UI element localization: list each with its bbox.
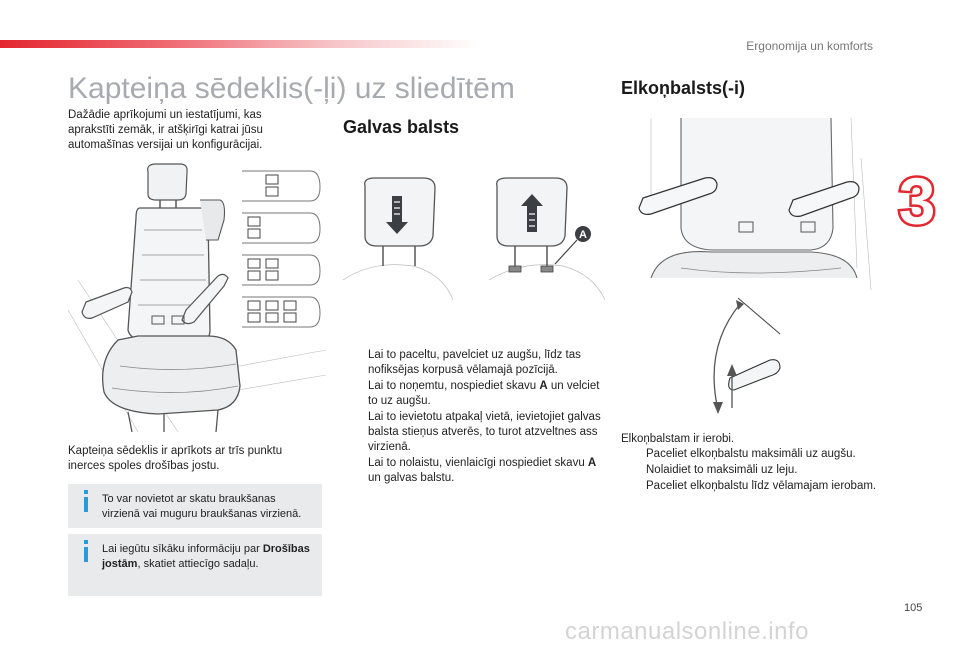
- step-text: Lai to paceltu, pavelciet uz augšu, līdz…: [368, 349, 581, 376]
- captain-seat-illustration: [67, 163, 327, 433]
- list-item: Paceliet elkoņbalstu maksimāli uz augšu.: [621, 447, 891, 462]
- step-bold: A: [539, 380, 548, 392]
- info-box-text-end: , skatiet attiecīgo sadaļu.: [137, 558, 259, 570]
- armrest-instructions: Paceliet elkoņbalstu maksimāli uz augšu.…: [621, 447, 891, 494]
- seatbelts-link-text: Drošības jostām: [102, 543, 310, 570]
- step-text-end: un velciet to uz augšu.: [368, 380, 600, 407]
- info-box-text: To var novietot ar skatu braukšanas virz…: [102, 493, 302, 520]
- page-title: Kapteiņa sēdeklis(-ļi) uz sliedītēm: [68, 72, 515, 105]
- headrest-heading: Galvas balsts: [343, 117, 460, 137]
- step-bold: A: [587, 457, 597, 469]
- header-accent-bar: [0, 40, 480, 48]
- clip-a-label: A: [579, 229, 587, 241]
- step-text: Nolaidiet to maksimāli uz leju.: [646, 464, 798, 476]
- armrest-angle-diagram: [713, 297, 781, 414]
- armrest-illustration: [638, 117, 872, 291]
- step-text: Lai to nolaistu, vienlaicīgi nospiediet …: [368, 457, 588, 469]
- svg-text:3: 3: [899, 164, 936, 238]
- list-item: Lai to paceltu, pavelciet uz augšu, līdz…: [343, 348, 608, 378]
- list-item: Paceliet elkoņbalstu līdz vēlamajam iero…: [621, 479, 891, 494]
- armrest-heading: Elkoņbalsts(-i): [621, 78, 746, 98]
- step-text: Paceliet elkoņbalstu maksimāli uz augšu.: [646, 448, 856, 460]
- list-item: Lai to noņemtu, nospiediet skavu A un ve…: [343, 379, 608, 409]
- intro-text: Dažādie aprīkojumi un iestatījumi, kas a…: [68, 109, 263, 151]
- seat-description: Kapteiņa sēdeklis ir aprīkots ar trīs pu…: [68, 445, 283, 472]
- chapter-number: 3: [896, 162, 938, 241]
- list-item: Nolaidiet to maksimāli uz leju.: [621, 463, 891, 478]
- page-number: 105: [904, 602, 923, 614]
- list-item: Lai to ievietotu atpakaļ vietā, ievietoj…: [343, 410, 608, 455]
- step-text: Paceliet elkoņbalstu līdz vēlamajam iero…: [646, 480, 877, 492]
- info-icon: [84, 540, 88, 562]
- seat-configuration-diagrams: [242, 170, 321, 328]
- headrest-illustration: A: [342, 177, 606, 301]
- step-text: Lai to noņemtu, nospiediet skavu: [368, 380, 540, 392]
- list-item: Lai to nolaistu, vienlaicīgi nospiediet …: [343, 456, 608, 486]
- info-box-text: Lai iegūtu sīkāku informāciju par: [102, 543, 263, 555]
- step-text-end: un galvas balstu.: [368, 472, 455, 484]
- headrest-instructions: Lai to paceltu, pavelciet uz augšu, līdz…: [343, 348, 608, 487]
- info-box-seatbelts: Lai iegūtu sīkāku informāciju par Drošīb…: [68, 534, 322, 596]
- info-icon: [84, 490, 88, 512]
- step-text: Lai to ievietotu atpakaļ vietā, ievietoj…: [368, 411, 601, 453]
- armrest-text-block: Elkoņbalstam ir ierobi. Paceliet elkoņba…: [621, 432, 891, 495]
- watermark: carmanualsonline.info: [565, 618, 809, 645]
- info-box-orientation: To var novietot ar skatu braukšanas virz…: [68, 484, 322, 528]
- armrest-intro: Elkoņbalstam ir ierobi.: [621, 433, 735, 445]
- section-header: Ergonomija un komforts: [746, 39, 873, 53]
